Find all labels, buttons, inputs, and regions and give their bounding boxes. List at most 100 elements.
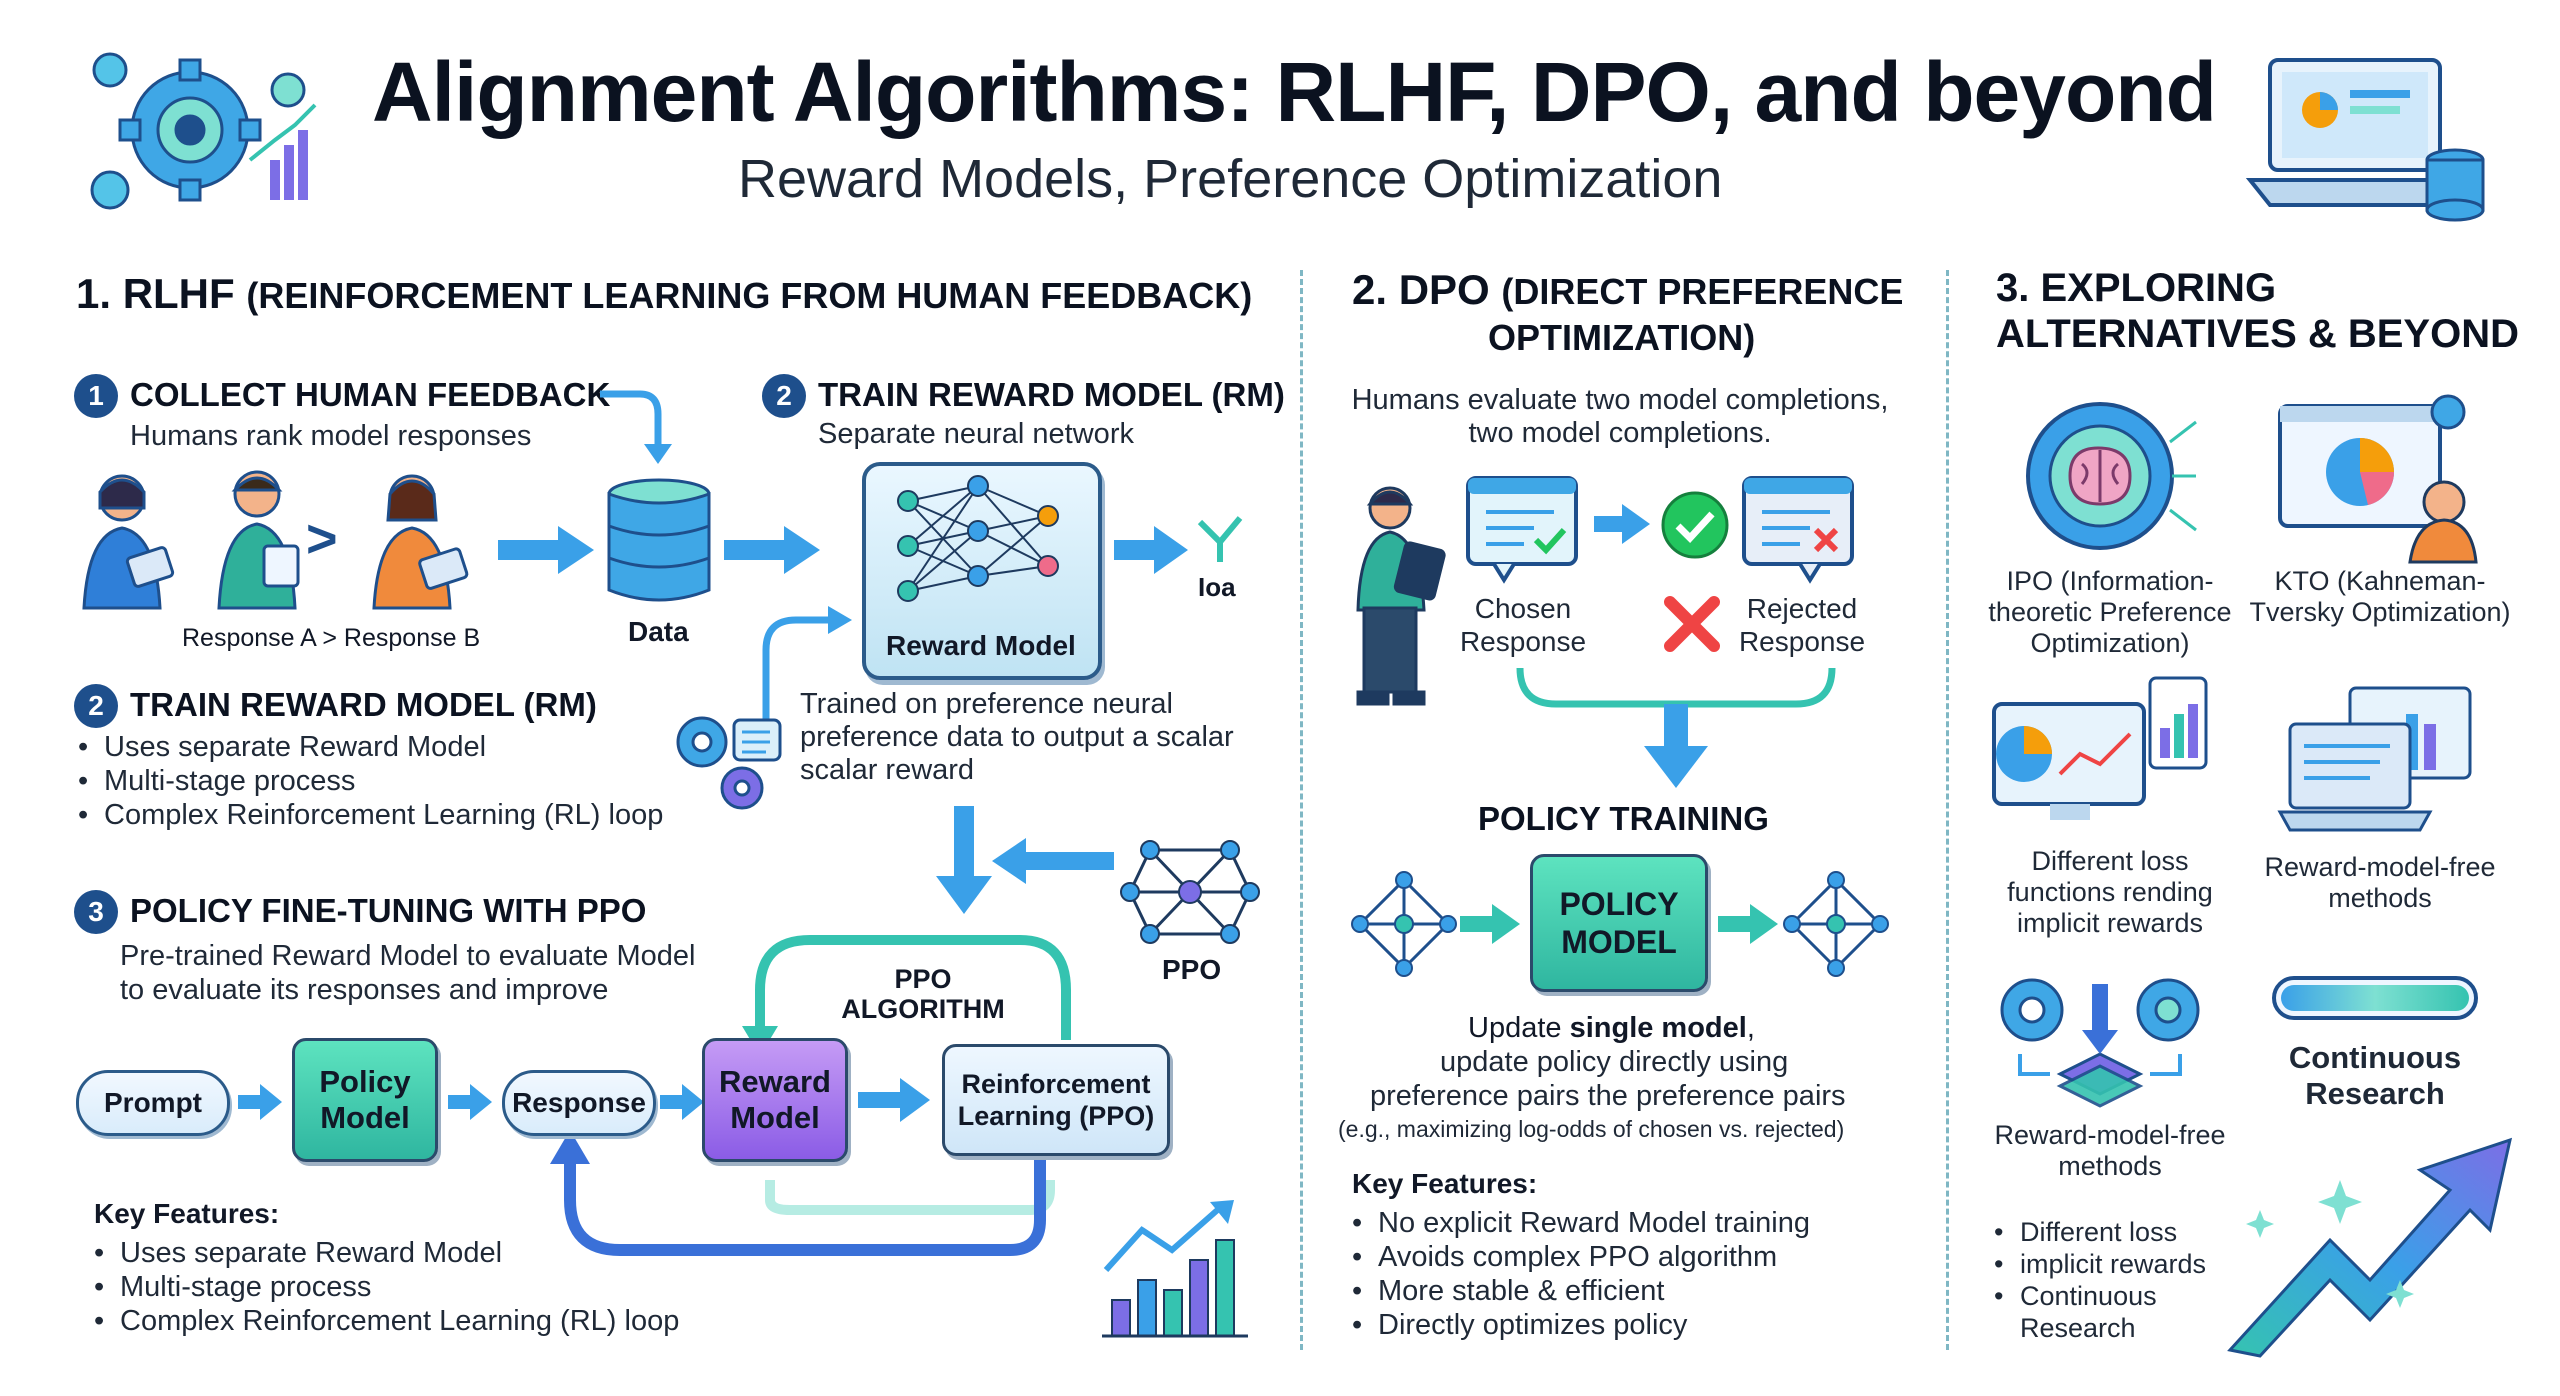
list-item: Uses separate Reward Model (94, 1236, 679, 1270)
rmfree2-label: Reward-model-free methods (1994, 1120, 2226, 1181)
response-pill: Response (502, 1070, 656, 1136)
chosen-label: Chosen Response (1459, 593, 1587, 657)
input-network-icon (1351, 871, 1457, 977)
dpo-key-features-title: Key Features: (1352, 1168, 1538, 1199)
arrow-right-icon (724, 526, 820, 574)
list-item: Different loss (1994, 1216, 2206, 1248)
continuous-progress-fill (2281, 985, 2469, 1011)
rising-arrow-icon (2227, 1137, 2513, 1358)
rlhf-key-features-title: Key Features: (94, 1198, 280, 1229)
arrow-up-curve-icon (762, 606, 852, 730)
database-icon (607, 478, 711, 602)
arrow-down-icon (936, 806, 992, 914)
dpo-heading: 2. DPO (DIRECT PREFERENCE (1352, 266, 1904, 313)
step1-number: 1 (74, 374, 118, 418)
humans-ranking-icon (82, 470, 469, 610)
dpo-key-features: No explicit Reward Model training Avoids… (1352, 1206, 1810, 1342)
arrow-right-icon (238, 1084, 282, 1120)
update-line2: update policy directly using (1440, 1046, 1789, 1078)
arrow-right-icon (1594, 504, 1650, 544)
bar-chart-icon (1102, 1200, 1248, 1338)
list-item: No explicit Reward Model training (1352, 1206, 1810, 1240)
rl-ppo-box: Reinforcement Learning (PPO) (942, 1044, 1170, 1156)
compare-sign: > (306, 509, 338, 569)
beyond-heading-1: 3. EXPLORING (1996, 266, 2277, 310)
reward-model-flow-box: Reward Model (702, 1038, 848, 1162)
list-item: Research (2020, 1313, 2136, 1343)
list-item: implicit rewards (1994, 1248, 2206, 1280)
gears-small-icon (676, 716, 782, 810)
dpo-heading-line2: OPTIMIZATION) (1488, 317, 1756, 358)
person-tablet-icon (1356, 486, 1446, 706)
laptop-database-icon (2245, 58, 2485, 222)
step1-desc: Humans rank model responses (130, 420, 532, 452)
ppo-algorithm-label: PPO ALGORITHM (841, 964, 1005, 1024)
dpo-desc: Humans evaluate two model completions, t… (1351, 384, 1889, 449)
divider-right (1946, 270, 1949, 1350)
arrow-right-icon (1460, 904, 1520, 944)
kto-chart-icon (2278, 394, 2478, 564)
continuous-label: Continuous Research (2288, 1040, 2462, 1111)
step2-top-number: 2 (762, 374, 806, 418)
rejected-response-icon (1742, 476, 1854, 584)
arrow-right-icon (660, 1084, 704, 1120)
list-item: Complex Reinforcement Learning (RL) loop (78, 798, 663, 832)
arrow-right-icon (1114, 526, 1188, 574)
update-line3: preference pairs the preference pairs (1370, 1080, 1846, 1112)
beyond-heading-2: ALTERNATIVES & BEYOND (1996, 312, 2519, 356)
scalar-output-icon (1197, 516, 1243, 562)
gears-chart-icon (90, 52, 317, 210)
rmfree1-label: Reward-model-free methods (2264, 852, 2496, 913)
neural-network-icon (897, 475, 1059, 602)
arrow-right-icon (1718, 904, 1778, 944)
rlhf-heading: 1. RLHF (REINFORCEMENT LEARNING FROM HUM… (76, 270, 1253, 317)
divider-left (1300, 270, 1303, 1350)
policy-model-box: Policy Model (292, 1038, 438, 1162)
list-item: Uses separate Reward Model (78, 730, 663, 764)
arrow-to-data-icon (600, 390, 672, 464)
list-item: Multi-stage process (78, 764, 663, 798)
output-network-icon (1783, 871, 1889, 977)
arrow-left-icon (992, 838, 1114, 884)
ipo-label: IPO (Information-theoretic Preference Op… (1988, 566, 2232, 658)
step2-number: 2 (74, 684, 118, 728)
checkmark-icon (1661, 491, 1729, 559)
merge-arrow-icon (1516, 667, 1836, 788)
prompt-pill: Prompt (76, 1070, 230, 1136)
data-label: Data (628, 616, 689, 647)
page-subtitle: Reward Models, Preference Optimization (738, 149, 1723, 209)
arrow-right-icon (858, 1078, 930, 1122)
step1-title: COLLECT HUMAN FEEDBACK (130, 376, 611, 413)
rlhf-key-features: Uses separate Reward Model Multi-stage p… (94, 1236, 679, 1338)
laptop-chart-icon (2277, 686, 2472, 832)
step2-bullets: Uses separate Reward Model Multi-stage p… (78, 730, 663, 832)
loss-label: Different loss functions rending implici… (2007, 846, 2213, 938)
arrow-right-icon (448, 1084, 492, 1120)
kto-label: KTO (Kahneman-Tversky Optimization) (2249, 566, 2511, 627)
update-line1: Update single model, (1468, 1012, 1755, 1044)
ppo-network-icon (1120, 840, 1260, 944)
list-item: More stable & efficient (1352, 1274, 1810, 1308)
step2-title: TRAIN REWARD MODEL (RM) (130, 686, 597, 723)
list-item: Continuous (1994, 1280, 2206, 1312)
chosen-response-icon (1466, 476, 1578, 584)
step1-caption: Response A > Response B (182, 624, 481, 652)
scalar-output-label: Ioa (1198, 572, 1236, 602)
step2-top-desc: Separate neural network (818, 418, 1134, 450)
gears-funnel-icon (2000, 978, 2200, 1108)
cross-icon (1664, 596, 1720, 652)
arrow-right-icon (498, 526, 594, 574)
continuous-progress-bar (2272, 976, 2478, 1020)
list-item: Avoids complex PPO algorithm (1352, 1240, 1810, 1274)
update-note: (e.g., maximizing log-odds of chosen vs.… (1338, 1116, 1845, 1142)
list-item: Multi-stage process (94, 1270, 679, 1304)
step3-desc2: to evaluate its responses and improve (120, 974, 609, 1006)
list-item: Directly optimizes policy (1352, 1308, 1810, 1342)
ppo-label: PPO (1162, 954, 1222, 985)
rejected-label: Rejected Response (1738, 593, 1866, 657)
step2-top-title: TRAIN REWARD MODEL (RM) (818, 376, 1285, 413)
reward-model-label: Reward Model (886, 630, 1076, 661)
list-item: Complex Reinforcement Learning (RL) loop (94, 1304, 679, 1338)
loss-monitor-icon (1992, 676, 2208, 820)
step3-title: POLICY FINE-TUNING WITH PPO (130, 892, 647, 929)
